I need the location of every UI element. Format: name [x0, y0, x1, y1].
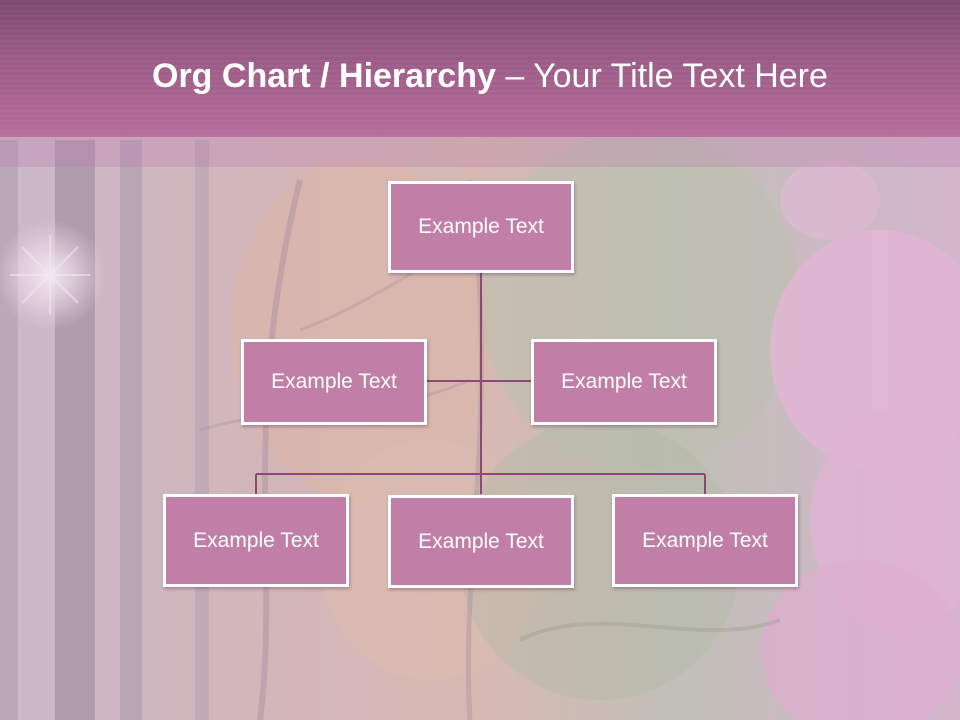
title-banner-texture: [0, 0, 960, 137]
slide-title-dash: –: [495, 57, 534, 95]
slide-title[interactable]: Org Chart / Hierarchy – Your Title Text …: [152, 56, 932, 96]
org-node-assistant-right-label: Example Text: [561, 370, 687, 393]
title-banner-shadow: [0, 137, 960, 167]
org-node-subordinate-left-label: Example Text: [193, 528, 319, 552]
org-node-root[interactable]: Example Text: [388, 181, 574, 273]
org-node-assistant-left[interactable]: Example Text: [241, 339, 427, 425]
org-node-root-label: Example Text: [418, 215, 544, 238]
slide-title-rest: Your Title Text Here: [533, 57, 828, 95]
slide-title-bold: Org Chart / Hierarchy: [152, 57, 496, 95]
org-node-assistant-left-label: Example Text: [271, 370, 397, 393]
org-node-assistant-right[interactable]: Example Text: [531, 339, 717, 425]
title-banner: [0, 0, 960, 137]
org-node-subordinate-left[interactable]: Example Text: [163, 494, 349, 587]
org-node-subordinate-right[interactable]: Example Text: [612, 494, 798, 587]
org-node-subordinate-right-label: Example Text: [642, 528, 768, 552]
org-node-subordinate-center-label: Example Text: [418, 529, 544, 553]
org-node-subordinate-center[interactable]: Example Text: [388, 495, 574, 588]
